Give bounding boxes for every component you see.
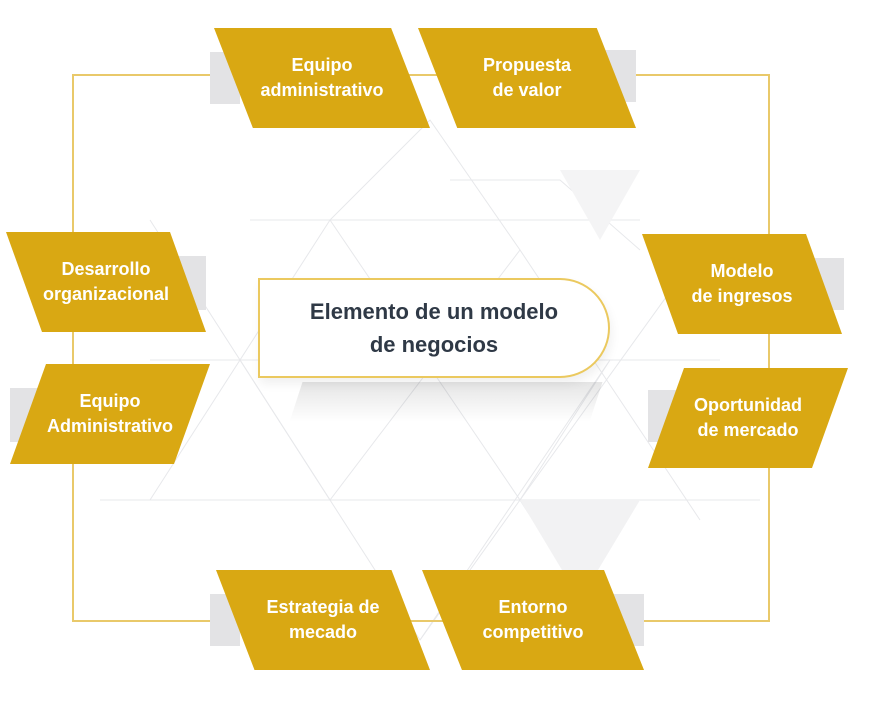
- node-label: Equipo administrativo: [260, 55, 384, 100]
- node-label: Oportunidad de mercado: [694, 395, 802, 440]
- node-equipo-administrativo-left: Equipo Administrativo: [10, 364, 210, 464]
- node-shape: [418, 28, 636, 128]
- node-modelo-de-ingresos: Modelo de ingresos: [642, 234, 842, 334]
- node-shape: [422, 570, 644, 670]
- node-label: Entorno competitivo: [482, 597, 584, 642]
- node-shape: [214, 28, 430, 128]
- node-shape: [642, 234, 842, 334]
- node-shape: [648, 368, 848, 468]
- center-shadow: [289, 382, 603, 422]
- node-label: Modelo de ingresos: [691, 261, 793, 306]
- node-label: Equipo Administrativo: [46, 391, 174, 436]
- node-shape: [216, 570, 430, 670]
- node-shape: [10, 364, 210, 464]
- center-title: Elemento de un modelo de negocios: [258, 278, 610, 378]
- node-oportunidad-de-mercado: Oportunidad de mercado: [648, 368, 848, 468]
- frame-border: [72, 74, 770, 622]
- node-label: Desarrollo organizacional: [42, 259, 170, 304]
- node-label: Propuesta de valor: [482, 55, 572, 100]
- node-equipo-administrativo-top: Equipo administrativo: [214, 28, 430, 128]
- node-entorno-competitivo: Entorno competitivo: [422, 570, 644, 670]
- node-label: Estrategia de mecado: [266, 597, 380, 642]
- node-propuesta-de-valor: Propuesta de valor: [418, 28, 636, 128]
- node-desarrollo-organizacional: Desarrollo organizacional: [6, 232, 206, 332]
- node-shape: [6, 232, 206, 332]
- node-estrategia-de-mecado: Estrategia de mecado: [216, 570, 430, 670]
